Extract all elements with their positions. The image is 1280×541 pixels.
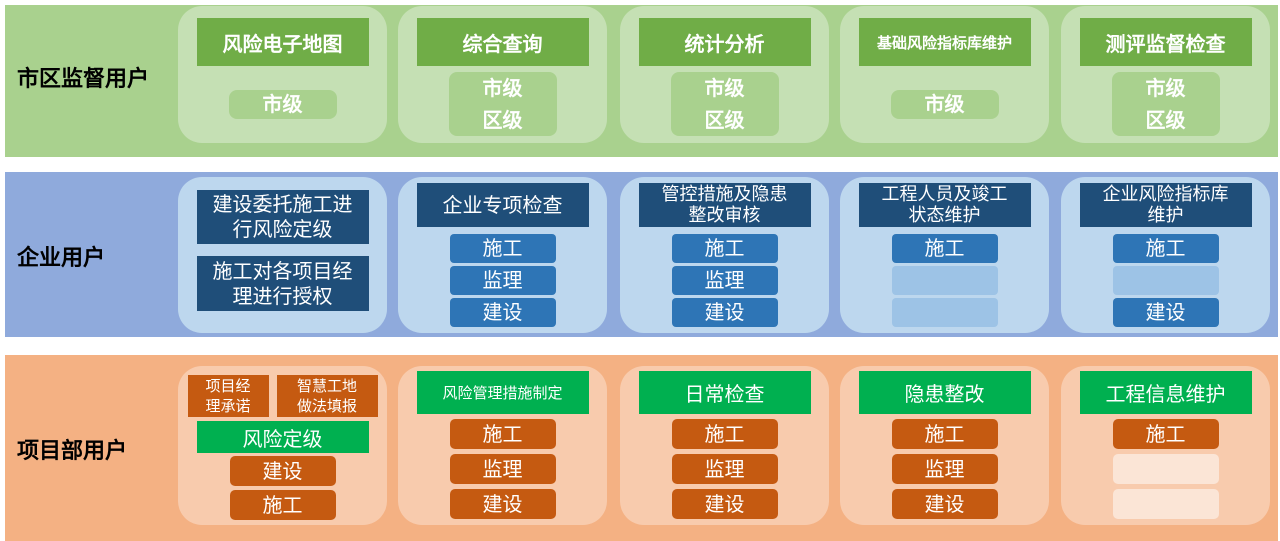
top-modules: 项目经理承诺 智慧工地做法填报 <box>187 375 378 417</box>
module-stats[interactable]: 统计分析 <box>638 18 811 66</box>
module-daily-inspection[interactable]: 日常检查 <box>638 371 811 414</box>
level-badge: 市级区级 <box>670 72 779 136</box>
role-construction[interactable]: 施工 <box>671 419 778 449</box>
panel-stats: 统计分析 市级区级 <box>620 6 829 143</box>
panel-daily-inspection: 日常检查 施工 监理 建设 <box>620 366 829 525</box>
role-supervision[interactable]: 监理 <box>449 266 556 295</box>
module-indicator-lib[interactable]: 基础风险指标库维护 <box>858 18 1031 66</box>
role-owner[interactable]: 建设 <box>891 489 998 519</box>
panel-enterprise-indicator: 企业风险指标库维护 施工 建设 <box>1061 177 1270 333</box>
level-badge: 市级 <box>890 90 999 119</box>
panel-authorization: 建设委托施工进行风险定级 施工对各项目经理进行授权 <box>178 177 387 333</box>
module-personnel[interactable]: 工程人员及竣工状态维护 <box>858 183 1031 227</box>
role-supervision[interactable]: 监理 <box>449 454 556 484</box>
panel-project-info: 工程信息维护 施工 <box>1061 366 1270 525</box>
module-project-info[interactable]: 工程信息维护 <box>1079 371 1252 414</box>
panel-risk-measures: 风险管理措施制定 施工 监理 建设 <box>398 366 607 525</box>
module-risk-grading[interactable]: 风险定级 <box>196 421 369 453</box>
module-query[interactable]: 综合查询 <box>416 18 589 66</box>
role-construction[interactable]: 施工 <box>671 234 778 263</box>
panel-risk-map: 风险电子地图 市级 <box>178 6 387 143</box>
role-owner[interactable]: 建设 <box>229 456 336 486</box>
module-hazard-rectification[interactable]: 隐患整改 <box>858 371 1031 414</box>
panel-risk-grading: 项目经理承诺 智慧工地做法填报 风险定级 建设 施工 <box>178 366 387 525</box>
level-district: 区级 <box>482 108 523 132</box>
module-special-inspection[interactable]: 企业专项检查 <box>416 183 589 227</box>
empty-slot <box>891 298 998 327</box>
role-owner[interactable]: 建设 <box>449 489 556 519</box>
panel-query: 综合查询 市级区级 <box>398 6 607 143</box>
module-enterprise-indicator[interactable]: 企业风险指标库维护 <box>1079 183 1252 227</box>
role-construction[interactable]: 施工 <box>891 419 998 449</box>
module-smart-site[interactable]: 智慧工地做法填报 <box>276 375 378 417</box>
level-city: 市级 <box>1145 76 1186 100</box>
module-risk-map[interactable]: 风险电子地图 <box>196 18 369 66</box>
panel-indicator-lib: 基础风险指标库维护 市级 <box>840 6 1049 143</box>
role-construction[interactable]: 施工 <box>449 234 556 263</box>
enterprise-row: 企业用户 建设委托施工进行风险定级 施工对各项目经理进行授权 企业专项检查 施工… <box>5 172 1278 337</box>
level-district: 区级 <box>1145 108 1186 132</box>
role-supervision[interactable]: 监理 <box>891 454 998 484</box>
module-risk-measures[interactable]: 风险管理措施制定 <box>416 371 589 414</box>
role-construction[interactable]: 施工 <box>1112 419 1219 449</box>
level-badge: 市级区级 <box>448 72 557 136</box>
module-pm-commitment[interactable]: 项目经理承诺 <box>187 375 269 417</box>
module-pm-authorization[interactable]: 施工对各项目经理进行授权 <box>196 256 369 311</box>
empty-slot <box>1112 266 1219 295</box>
city-supervisor-row: 市区监督用户 风险电子地图 市级 综合查询 市级区级 统计分析 市级区级 基础风… <box>5 5 1278 157</box>
level-district: 区级 <box>704 108 745 132</box>
module-risk-grading-delegation[interactable]: 建设委托施工进行风险定级 <box>196 190 369 244</box>
role-owner[interactable]: 建设 <box>449 298 556 327</box>
row-label: 企业用户 <box>17 246 106 271</box>
level-badge: 市级区级 <box>1111 72 1220 136</box>
panel-control-review: 管控措施及隐患整改审核 施工 监理 建设 <box>620 177 829 333</box>
role-construction[interactable]: 施工 <box>229 490 336 520</box>
role-supervision[interactable]: 监理 <box>671 454 778 484</box>
level-badge: 市级 <box>228 90 337 119</box>
empty-slot <box>1112 454 1219 484</box>
module-control-review[interactable]: 管控措施及隐患整改审核 <box>638 183 811 227</box>
level-city: 市级 <box>482 76 523 100</box>
role-supervision[interactable]: 监理 <box>671 266 778 295</box>
role-owner[interactable]: 建设 <box>1112 298 1219 327</box>
panel-personnel: 工程人员及竣工状态维护 施工 <box>840 177 1049 333</box>
role-construction[interactable]: 施工 <box>891 234 998 263</box>
panel-hazard-rectification: 隐患整改 施工 监理 建设 <box>840 366 1049 525</box>
role-owner[interactable]: 建设 <box>671 298 778 327</box>
panel-special-inspection: 企业专项检查 施工 监理 建设 <box>398 177 607 333</box>
role-construction[interactable]: 施工 <box>1112 234 1219 263</box>
role-owner[interactable]: 建设 <box>671 489 778 519</box>
role-construction[interactable]: 施工 <box>449 419 556 449</box>
panel-evaluation: 测评监督检查 市级区级 <box>1061 6 1270 143</box>
module-evaluation[interactable]: 测评监督检查 <box>1079 18 1252 66</box>
row-label: 项目部用户 <box>17 439 128 464</box>
empty-slot <box>1112 489 1219 519</box>
project-dept-row: 项目部用户 项目经理承诺 智慧工地做法填报 风险定级 建设 施工 风险管理措施制… <box>5 355 1278 541</box>
row-label: 市区监督用户 <box>17 67 150 92</box>
empty-slot <box>891 266 998 295</box>
level-city: 市级 <box>704 76 745 100</box>
